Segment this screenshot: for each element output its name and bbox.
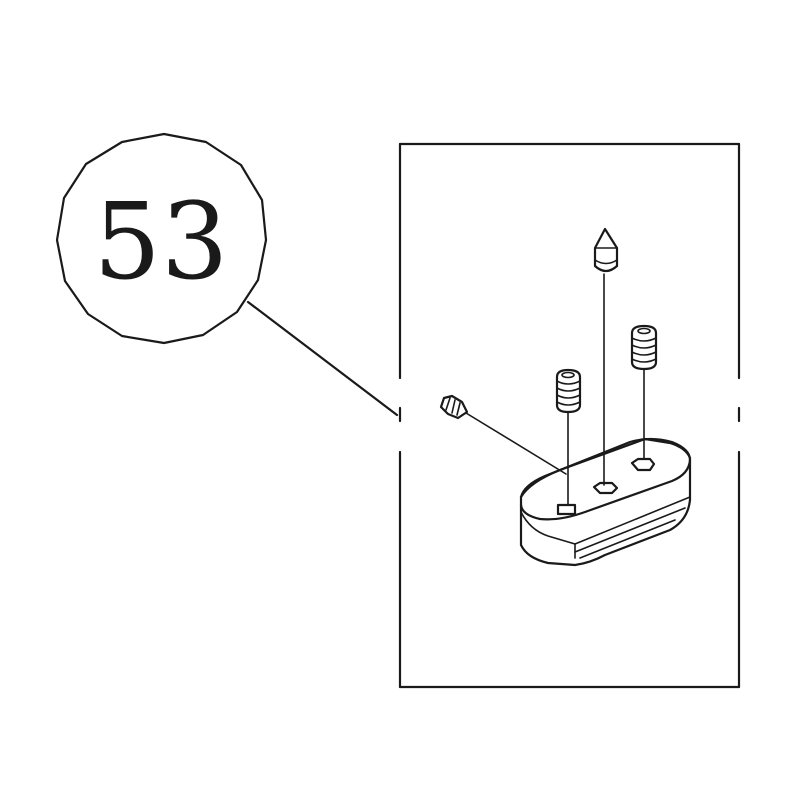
hole-center [592, 481, 619, 495]
callout-circle [55, 132, 268, 345]
callout-leader-line [246, 300, 399, 417]
hole-right [630, 457, 656, 472]
small-screw-icon [439, 394, 469, 420]
slide-block-icon [519, 437, 692, 567]
set-screw-icon [555, 368, 582, 414]
callout-bubble: 53 [55, 132, 268, 345]
detail-frame [398, 142, 741, 689]
tapered-pin-icon [593, 227, 619, 273]
set-screw-icon [630, 324, 658, 371]
small-screw-axis [465, 412, 567, 475]
hole-left [556, 503, 577, 516]
callout-number: 53 [94, 180, 229, 303]
